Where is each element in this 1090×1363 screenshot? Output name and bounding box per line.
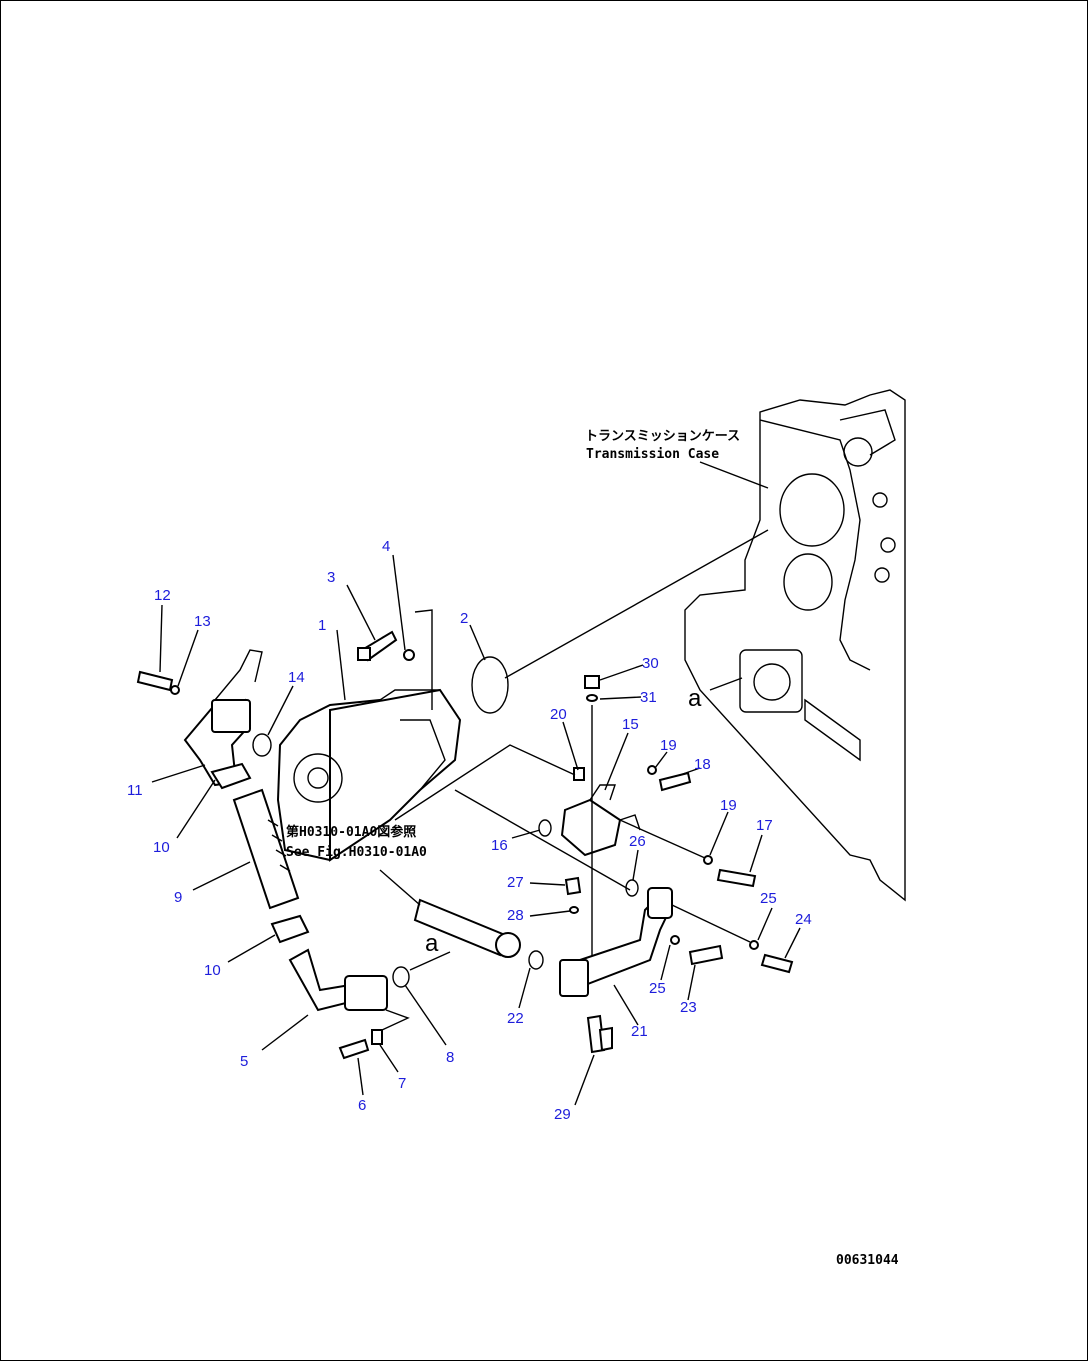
callout-3: 3 bbox=[327, 569, 335, 586]
bolt-12 bbox=[136, 670, 174, 692]
callout-6: 6 bbox=[358, 1097, 366, 1114]
callout-21: 21 bbox=[631, 1023, 648, 1040]
callout-25a: 25 bbox=[649, 980, 666, 997]
marker-a-case: a bbox=[688, 685, 702, 712]
callout-7: 7 bbox=[398, 1075, 406, 1092]
callout-27: 27 bbox=[507, 874, 524, 891]
callout-5: 5 bbox=[240, 1053, 248, 1070]
adapter-pipe bbox=[379, 869, 521, 958]
washer-4 bbox=[403, 649, 415, 661]
callout-17: 17 bbox=[756, 817, 773, 834]
callout-25b: 25 bbox=[760, 890, 777, 907]
callout-26: 26 bbox=[629, 833, 646, 850]
callout-29: 29 bbox=[554, 1106, 571, 1123]
callout-4: 4 bbox=[382, 538, 390, 555]
callout-13: 13 bbox=[194, 613, 211, 630]
washer-13 bbox=[170, 685, 180, 695]
callout-12: 12 bbox=[154, 587, 171, 604]
washer-25a bbox=[670, 935, 680, 945]
washer-19a bbox=[647, 765, 657, 775]
valve-block-15 bbox=[560, 784, 641, 857]
bolt-18 bbox=[658, 771, 692, 792]
bolt-6 bbox=[338, 1038, 370, 1060]
o-ring-26 bbox=[625, 879, 639, 897]
callout-2: 2 bbox=[460, 610, 468, 627]
clamp-10a bbox=[210, 762, 252, 790]
ref-label-jp: 第H0310-01A0図参照 bbox=[286, 824, 416, 840]
callout-20: 20 bbox=[550, 706, 567, 723]
tube-5 bbox=[288, 948, 388, 1012]
callout-11: 11 bbox=[127, 782, 143, 799]
gasket-2 bbox=[471, 656, 509, 714]
leader-pump-tube bbox=[454, 789, 631, 891]
callout-18: 18 bbox=[694, 756, 711, 773]
o-ring-16 bbox=[538, 819, 552, 837]
ref-label-en: See Fig.H0310-01A0 bbox=[286, 845, 427, 860]
washer-25b bbox=[749, 940, 759, 950]
hydraulic-pump bbox=[276, 688, 462, 862]
leader-gasket-case bbox=[504, 529, 769, 679]
plug-20 bbox=[573, 767, 585, 781]
elbow-11 bbox=[183, 649, 263, 787]
callout-28: 28 bbox=[507, 907, 524, 924]
callout-23: 23 bbox=[680, 999, 697, 1016]
bolt-3 bbox=[357, 630, 398, 662]
callout-10b: 10 bbox=[204, 962, 221, 979]
bolt-23 bbox=[688, 944, 724, 966]
clamp-10b bbox=[270, 914, 310, 944]
callout-16: 16 bbox=[491, 837, 508, 854]
drawing-code: 00631044 bbox=[836, 1253, 899, 1268]
case-label-jp: トランスミッションケース bbox=[585, 429, 740, 444]
transmission-case bbox=[684, 389, 906, 902]
washer-7 bbox=[371, 1029, 383, 1045]
callout-24: 24 bbox=[795, 911, 812, 928]
marker-a-pipe: a bbox=[425, 930, 439, 957]
leader-pump-block bbox=[394, 744, 576, 821]
callout-9: 9 bbox=[174, 889, 182, 906]
callout-8: 8 bbox=[446, 1049, 454, 1066]
callout-19b: 19 bbox=[720, 797, 737, 814]
washer-19b bbox=[703, 855, 713, 865]
plug-27 bbox=[564, 876, 582, 896]
hose-9 bbox=[232, 788, 300, 910]
plug-30 bbox=[584, 675, 600, 689]
callout-leaders bbox=[151, 554, 801, 1106]
callout-1: 1 bbox=[318, 617, 326, 634]
o-ring-8 bbox=[392, 966, 410, 988]
o-ring-28 bbox=[569, 906, 579, 914]
o-ring-14 bbox=[252, 733, 272, 757]
callout-14: 14 bbox=[288, 669, 305, 686]
callout-30: 30 bbox=[642, 655, 659, 672]
washer-31 bbox=[586, 694, 598, 702]
case-label-en: Transmission Case bbox=[586, 447, 719, 462]
callout-15: 15 bbox=[622, 716, 639, 733]
callout-31: 31 bbox=[640, 689, 657, 706]
leader-block-bolt bbox=[619, 819, 706, 859]
tube-21 bbox=[559, 887, 674, 997]
callout-numbers: 1 2 3 4 5 6 7 8 9 10 10 11 12 13 14 15 1… bbox=[127, 538, 812, 1123]
bolt-17 bbox=[716, 868, 757, 888]
callout-19a: 19 bbox=[660, 737, 677, 754]
bolt-24 bbox=[760, 953, 794, 974]
leader-a-case bbox=[709, 677, 743, 691]
callout-10a: 10 bbox=[153, 839, 170, 856]
callout-22: 22 bbox=[507, 1010, 524, 1027]
o-ring-22 bbox=[528, 950, 544, 970]
